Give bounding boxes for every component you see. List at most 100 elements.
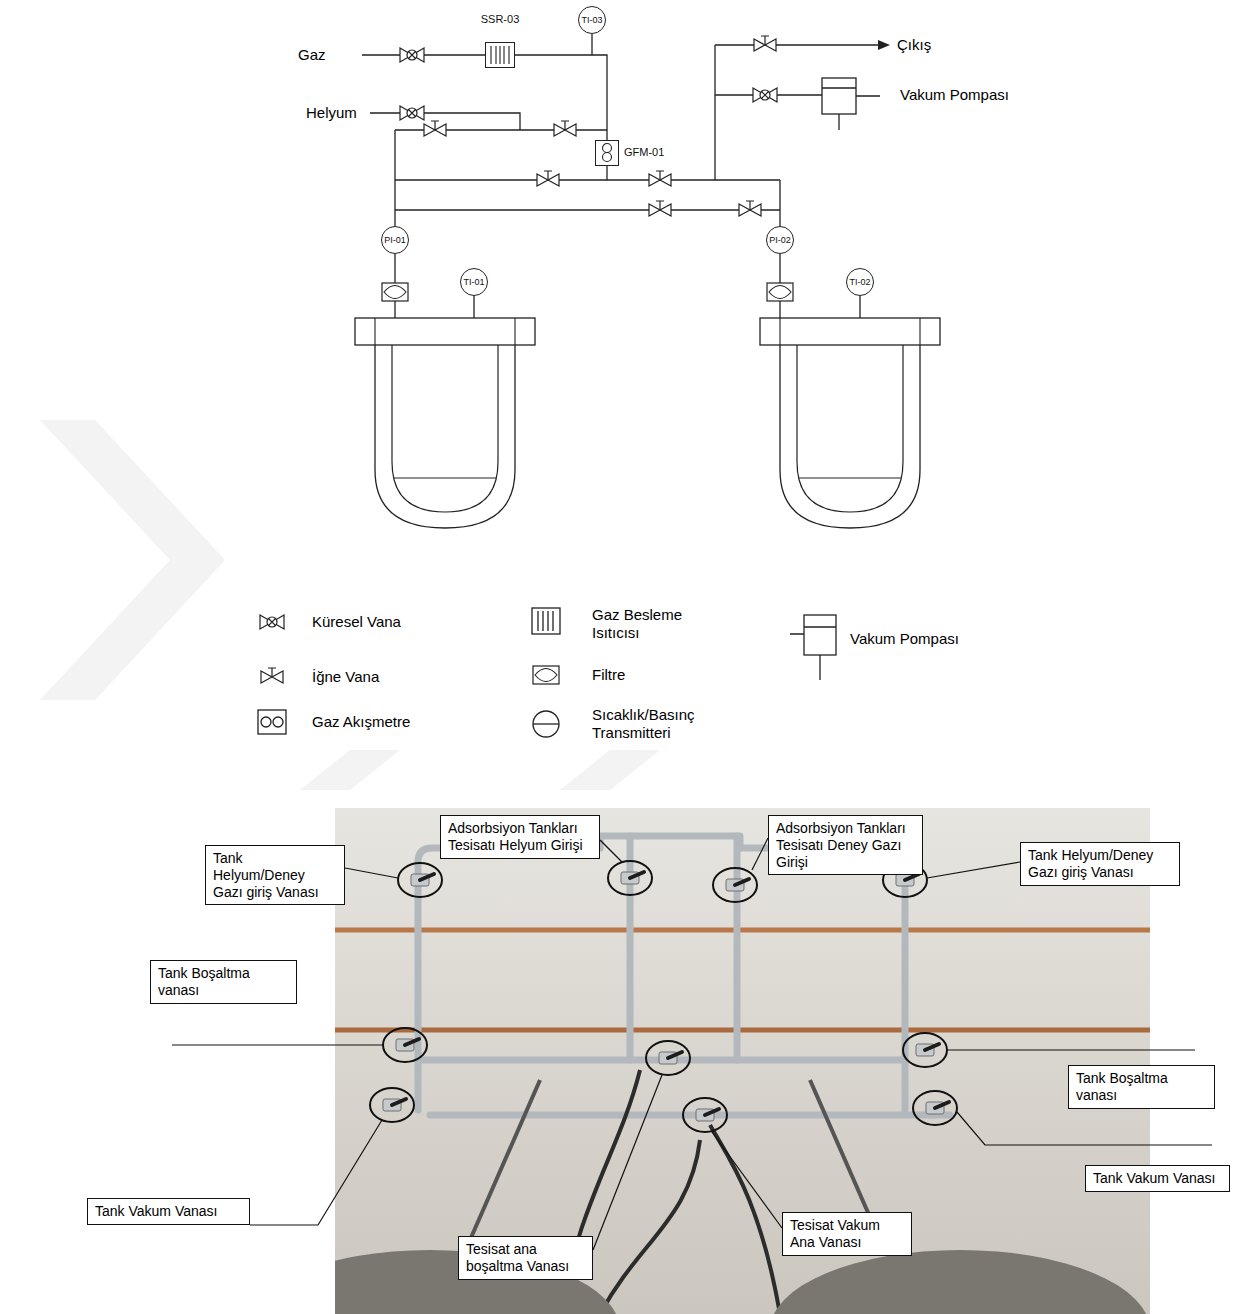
heater-symbol bbox=[503, 46, 504, 64]
legend-symbols bbox=[258, 710, 286, 734]
legend-symbols bbox=[790, 627, 836, 680]
callout-text: Adsorbsiyon Tankları Tesisatı Helyum Gir… bbox=[448, 820, 592, 854]
needle-valve-symbol bbox=[739, 201, 761, 216]
process-pipe bbox=[395, 179, 780, 180]
leader-line bbox=[600, 840, 622, 862]
instrument-tag-circle: PI-02 bbox=[766, 226, 794, 254]
callout-circle bbox=[713, 868, 757, 902]
leader-line bbox=[250, 1120, 382, 1225]
apparatus-photo bbox=[627, 836, 634, 1060]
instrument-tag: GFM-01 bbox=[624, 146, 664, 158]
legend-symbols bbox=[533, 723, 559, 724]
legend-text: Küresel Vana bbox=[312, 613, 492, 631]
heater-symbol bbox=[490, 46, 491, 64]
legend-text: Filtre bbox=[592, 666, 732, 684]
apparatus-photo bbox=[740, 848, 905, 1110]
flowmeter-box: GFM-01 bbox=[595, 140, 619, 166]
outlet-arrowhead bbox=[878, 40, 890, 50]
legend-text: Sıcaklık/Basınç Transmitteri bbox=[592, 706, 722, 742]
callout-circle bbox=[683, 1098, 727, 1132]
apparatus-photo bbox=[916, 1044, 939, 1056]
leader-line bbox=[752, 838, 768, 870]
leader-line bbox=[957, 1112, 1212, 1145]
pipe-connector bbox=[515, 55, 607, 140]
instrument-tag: TI-01 bbox=[463, 277, 484, 287]
watermark bbox=[300, 750, 400, 790]
apparatus-photo bbox=[621, 872, 644, 884]
line-label: Vakum Pompası bbox=[900, 86, 1009, 103]
apparatus-photo bbox=[411, 874, 434, 886]
ball-valve-symbol bbox=[753, 88, 777, 102]
legend-symbols bbox=[538, 611, 553, 631]
process-pipe bbox=[395, 209, 780, 210]
apparatus-photo bbox=[418, 848, 600, 1110]
heater-box: SSR-03 bbox=[485, 42, 515, 68]
heater-symbol bbox=[495, 46, 496, 64]
callout-text: Tank Helyum/Deney Gazı giriş Vanası bbox=[213, 850, 337, 900]
needle-valve-symbol bbox=[424, 121, 446, 136]
adsorption-tank bbox=[355, 318, 535, 528]
line-label: Gaz bbox=[298, 46, 326, 63]
legend-text: Gaz Besleme Isıtıcısı bbox=[592, 606, 712, 642]
apparatus-photo bbox=[696, 1109, 719, 1121]
callout-box: Tank Helyum/Deney Gazı giriş Vanası bbox=[1020, 842, 1180, 886]
flowmeter-symbol bbox=[596, 141, 618, 165]
leader-line bbox=[947, 1049, 1195, 1050]
callout-box: Tank Boşaltma vanası bbox=[150, 960, 297, 1004]
process-pipe bbox=[714, 45, 715, 180]
process-pipe bbox=[715, 44, 880, 45]
callout-box: Adsorbsiyon Tankları Tesisatı Deney Gazı… bbox=[768, 815, 923, 875]
callout-box: Tesisat Vakum Ana Vanası bbox=[782, 1212, 912, 1256]
apparatus-photo bbox=[896, 874, 919, 886]
heater-symbol bbox=[499, 46, 500, 64]
legend-symbols bbox=[532, 608, 560, 634]
callout-circle bbox=[608, 861, 652, 895]
apparatus-photo bbox=[335, 928, 1150, 933]
heater-symbol bbox=[486, 43, 514, 67]
instrument-tag: PI-02 bbox=[769, 235, 791, 245]
callout-text: Tesisat Vakum Ana Vanası bbox=[790, 1217, 904, 1251]
callout-text: Tank Vakum Vanası bbox=[95, 1203, 242, 1220]
watermark bbox=[560, 750, 660, 790]
apparatus-photo bbox=[396, 1039, 419, 1051]
legend-symbols bbox=[261, 668, 283, 683]
callout-box: Tesisat ana boşaltma Vanası bbox=[458, 1236, 593, 1280]
callout-circle bbox=[913, 1091, 957, 1125]
callout-box: Tank Vakum Vanası bbox=[1085, 1165, 1230, 1192]
vacuum-pump-symbol bbox=[822, 78, 856, 114]
legend-symbols bbox=[804, 615, 836, 655]
vacuum-pump-symbol bbox=[822, 88, 880, 130]
needle-valve-symbol bbox=[649, 201, 671, 216]
apparatus-photo bbox=[770, 1250, 1150, 1314]
callout-box: Tank Boşaltma vanası bbox=[1068, 1065, 1215, 1109]
adsorption-tank bbox=[760, 318, 940, 528]
leader-line bbox=[345, 868, 398, 878]
callout-circle bbox=[370, 1088, 414, 1122]
legend-symbols bbox=[258, 608, 836, 737]
callout-text: Adsorbsiyon Tankları Tesisatı Deney Gazı… bbox=[776, 820, 915, 870]
filter-symbol bbox=[767, 283, 793, 301]
callout-text: Tesisat ana boşaltma Vanası bbox=[466, 1241, 585, 1275]
legend-symbols bbox=[533, 666, 559, 684]
callout-box: Tank Vakum Vanası bbox=[87, 1198, 250, 1225]
filter-symbol bbox=[382, 283, 408, 301]
callout-circle bbox=[383, 1028, 427, 1062]
instrument-tag: SSR-03 bbox=[481, 13, 520, 25]
process-pipe bbox=[362, 34, 880, 318]
ball-valve-symbol bbox=[400, 48, 424, 62]
apparatus-photo bbox=[734, 836, 741, 1060]
callout-text: Tank Vakum Vanası bbox=[1093, 1170, 1222, 1187]
line-label: Çıkış bbox=[897, 36, 931, 53]
vacuum-pump-symbol bbox=[822, 78, 880, 130]
instrument-tag-circle: PI-01 bbox=[381, 226, 409, 254]
flowmeter-symbol bbox=[603, 144, 612, 153]
needle-valve-symbol bbox=[554, 121, 576, 136]
callout-text: Tank Boşaltma vanası bbox=[158, 965, 289, 999]
apparatus-photo bbox=[926, 1102, 949, 1114]
instrument-tag: TI-03 bbox=[581, 15, 602, 25]
leader-line bbox=[593, 1075, 662, 1250]
watermark bbox=[40, 420, 225, 700]
